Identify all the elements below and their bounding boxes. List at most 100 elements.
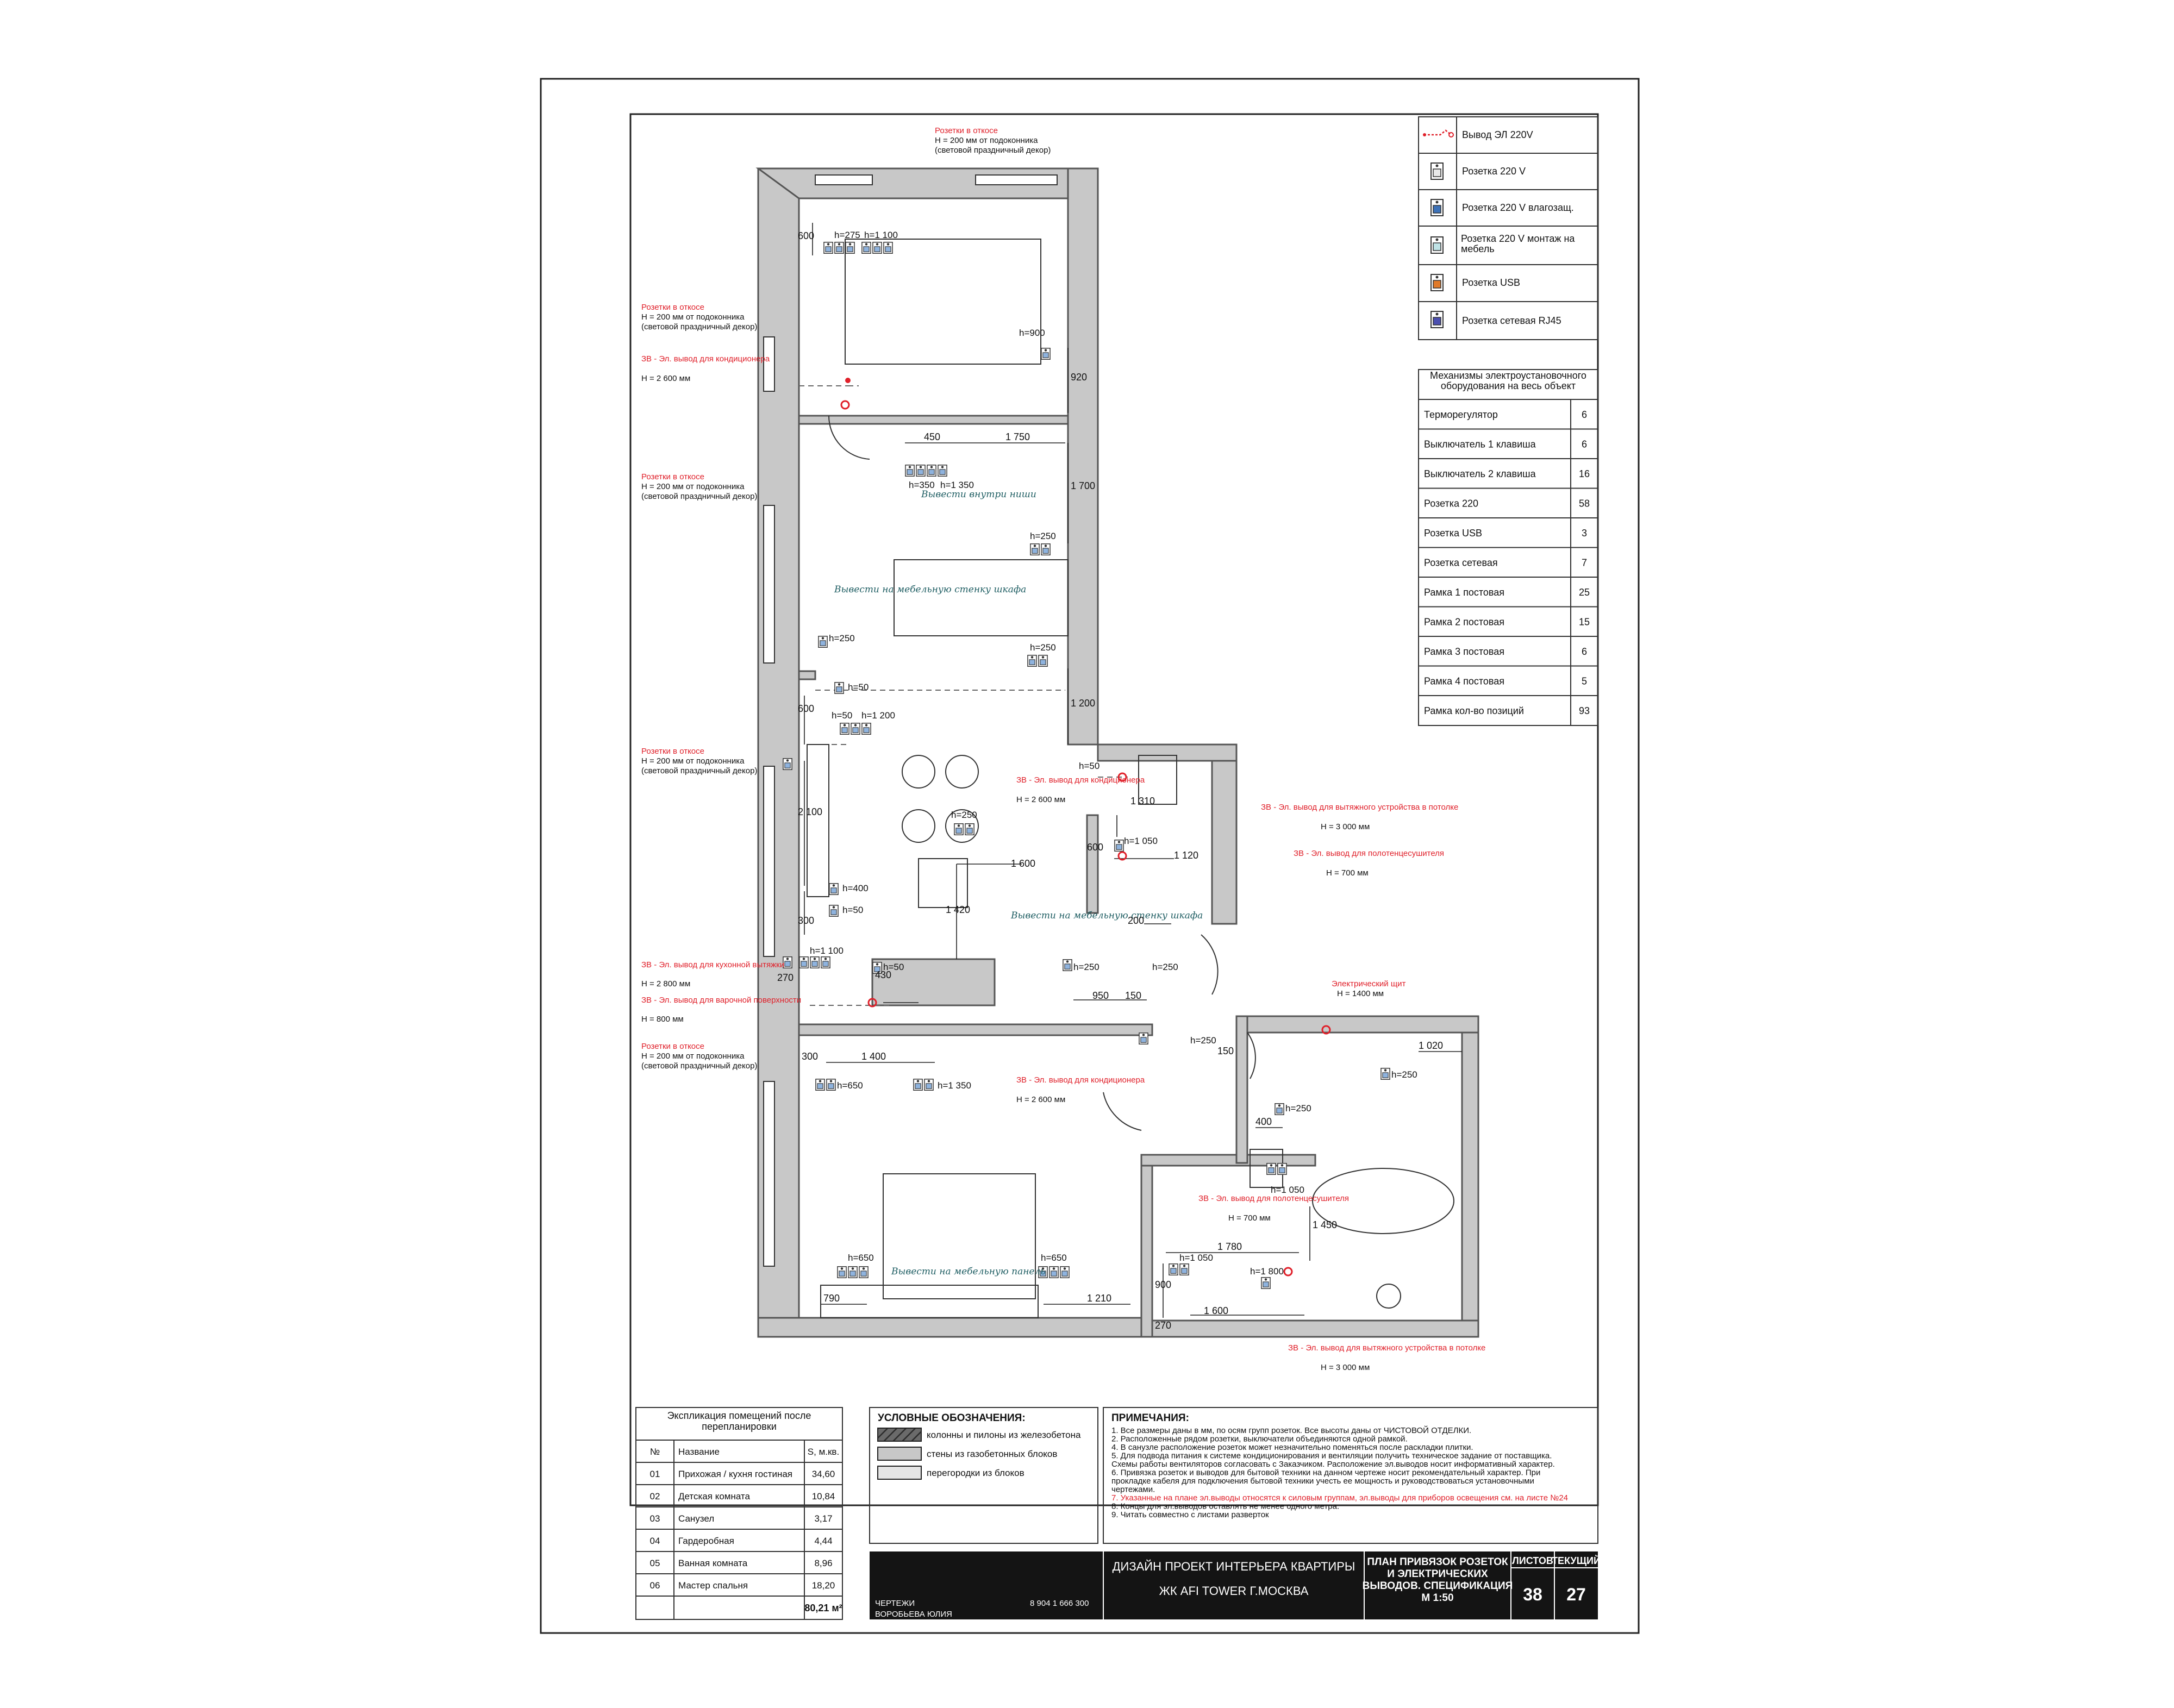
remark-line-red: 7. Указанные на плане эл.выводы относятс… [1111,1493,1568,1503]
h-650a: h=650 [837,1080,863,1091]
h-250c: h=250 [1030,642,1056,653]
mechanism-name: Розетка USB [1424,528,1482,539]
author-name: ВОРОБЬЕВА ЮЛИЯ [875,1610,952,1619]
legend-label-2: Розетка 220 V влагозащ. [1462,202,1574,213]
towel-title-2: ЗВ - Эл. вывод для полотенцесушителя [1198,1194,1349,1203]
ac-title-1: ЗВ - Эл. вывод для кондиционера [641,354,770,364]
wall-kitchen-niche [871,958,996,1006]
wall-dressing-top [1235,1015,1479,1034]
explication-cell: Санузел [678,1513,714,1524]
door-arc-4 [1247,1032,1256,1079]
sill-line2-top: (световой праздничный декор) [935,146,1051,155]
wall-inner-3 [798,1023,1153,1036]
sill-line1-3: H = 200 мм от подоконника [641,756,745,766]
mechanism-name: Терморегулятор [1424,409,1498,420]
wall-bath-right [1461,1015,1479,1338]
socket-usb-icon [1430,274,1444,291]
remark-line: 8. Концы для эл.выводов оставлять не мен… [1111,1502,1339,1511]
sill-title-3: Розетки в откосе [641,747,704,756]
dim-400: 400 [1255,1116,1272,1127]
dim-950: 950 [1092,990,1109,1001]
mechanism-name: Рамка 1 постовая [1424,587,1504,598]
socket-rj45-icon [1430,311,1444,328]
exhaust-line-1: H = 3 000 мм [1321,822,1370,831]
h-50c: h=50 [1079,761,1100,771]
project-title: ДИЗАЙН ПРОЕКТ ИНТЕРЬЕРА КВАРТИРЫ [1113,1560,1355,1573]
dim-600c: 600 [1087,842,1103,853]
remarks-block: ПРИМЕЧАНИЯ: 1. Все размеры даны в мм, по… [1103,1407,1598,1544]
window-2 [763,505,775,664]
sill-line2-2: (световой праздничный декор) [641,492,757,501]
dimension-lines [804,223,1462,1318]
sill-title-2: Розетки в откосе [641,472,704,481]
sheets-value: 38 [1523,1585,1542,1604]
hood-title: ЗВ - Эл. вывод для кухонной вытяжки [641,960,784,969]
ac-line-1: H = 2 600 мм [641,374,690,383]
mechanism-count: 6 [1582,439,1587,450]
h-1350b: h=1 350 [938,1080,971,1091]
symbols-title: УСЛОВНЫЕ ОБОЗНАЧЕНИЯ: [878,1412,1026,1424]
mechanism-count: 25 [1579,587,1590,598]
socket-icon [1430,162,1444,180]
dim-270b: 270 [1155,1320,1171,1331]
h-1200: h=1 200 [861,710,895,721]
remark-line: 5. Для подвода питания к системе кондици… [1111,1452,1552,1461]
dim-200: 200 [1128,915,1144,926]
h-350: h=350 [909,480,935,490]
sill-line1-top: H = 200 мм от подоконника [935,136,1038,145]
dim-1310: 1 310 [1130,796,1155,806]
mechanisms-table: Механизмы электроустановочного оборудова… [1418,369,1598,726]
outer-frame [540,78,1640,1634]
mechanism-count: 93 [1579,705,1590,716]
mechanism-count: 58 [1579,498,1590,509]
symbol-swatch-partitions [877,1466,922,1480]
explication-cell: 02 [650,1491,660,1501]
symbol-swatch-columns [877,1428,922,1442]
towel-line-2: H = 700 мм [1228,1213,1271,1223]
mechanism-count: 3 [1582,528,1587,539]
dim-300b: 300 [802,1051,818,1062]
h-275: h=275 [834,230,860,240]
sill-line2-4: (световой праздничный декор) [641,1061,757,1071]
dim-1750: 1 750 [1005,431,1030,442]
explication-cell: Мастер спальня [678,1580,748,1591]
remark-line: чертежами. [1111,1485,1155,1494]
title-block: ЧЕРТЕЖИ ВОРОБЬЕВА ЮЛИЯ 8 904 1 666 300 Д… [870,1551,1601,1619]
sill-line1-2: H = 200 мм от подоконника [641,482,745,491]
explication-cell: 4,44 [814,1536,832,1546]
hood-line: H = 2 800 мм [641,979,690,988]
dim-900: 900 [1155,1279,1171,1290]
sill-title-4: Розетки в откосе [641,1042,704,1051]
panel-line: H = 1400 мм [1337,989,1384,998]
counter-line: H = 800 мм [641,1015,684,1024]
wall-wc-top [1097,743,1238,762]
bathtub [1312,1168,1454,1234]
panel-title: Электрический щит [1332,979,1406,988]
dim-300a: 300 [798,915,814,926]
h-1800: h=1 800 [1250,1266,1284,1277]
mechanism-name: Выключатель 1 клавиша [1424,439,1536,450]
window-3 [763,766,775,957]
h-400: h=400 [842,883,869,893]
sill-line2-3: (световой праздничный декор) [641,766,757,775]
legend-table: Вывод ЭЛ 220V Розетка 220 V Розетка 220 … [1418,116,1598,340]
wall-wc-left [1086,814,1099,914]
h-250g: h=250 [1190,1035,1216,1046]
explication-cell: 06 [650,1580,660,1591]
plan-frame [629,113,1599,1506]
remark-line: прокладке кабеля для подключения бытовой… [1111,1476,1534,1486]
h-650b: h=650 [848,1253,874,1263]
mechanism-name: Розетка 220 [1424,498,1478,509]
dim-600b: 600 [798,703,814,714]
wall-bottom [757,1317,1142,1338]
h-1100a: h=1 100 [864,230,898,240]
explication-cell: Прихожая / кухня гостиная [678,1469,792,1479]
exhaust-title-2: ЗВ - Эл. вывод для вытяжного устройства … [1288,1343,1485,1353]
note-furniture-wall: Вывести на мебельную стенку шкафа [1010,910,1203,921]
remark-line: 4. В санузле расположение розеток может … [1111,1443,1473,1452]
explication-total: 80,21 м² [804,1603,842,1613]
door-arc-2 [1201,934,1219,995]
explication-header: Название [678,1447,720,1457]
h-250e: h=250 [1073,962,1100,972]
